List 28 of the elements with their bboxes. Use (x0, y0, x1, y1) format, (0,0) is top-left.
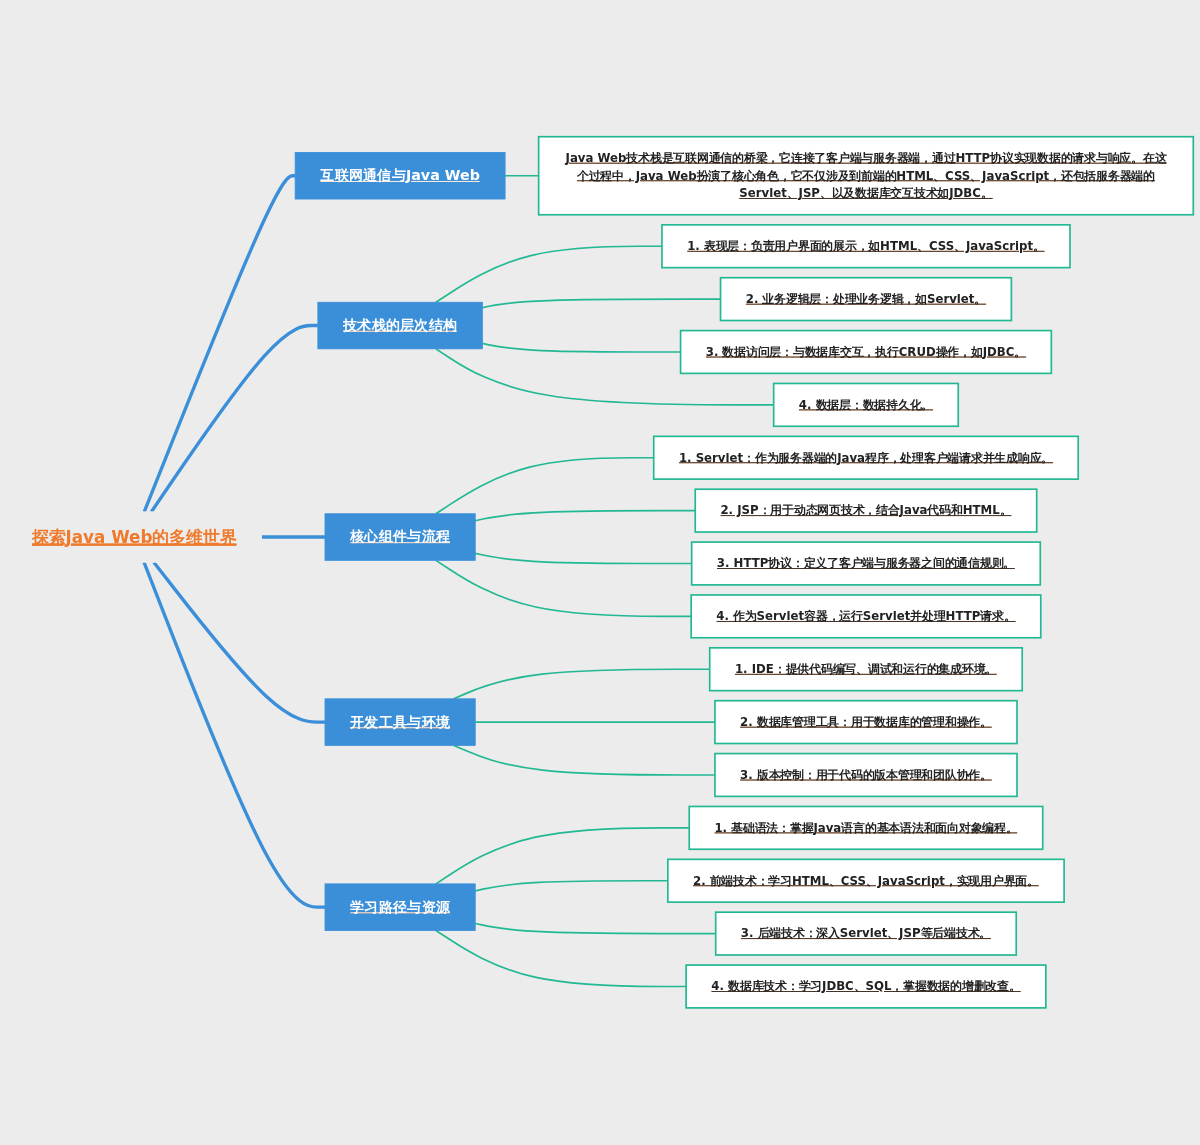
node-box: Java Web技术栈是互联网通信的桥梁，它连接了客户端与服务器端，通过HTTP协议实现数据的请求与响应。在这个过程中，Java Web扮演了核心角色，它不仅涉及到前端的HTML、CSS、JavaScript，还包括服务器端的Servlet、JSP、以及数据库交互技术如JDBC。 (537, 136, 1195, 216)
node-box: 学习路径与资源 (324, 883, 476, 932)
node-box: 开发工具与环境 (324, 698, 476, 746)
node-box: 互联网通信与Java Web (294, 152, 506, 200)
node-box: 1. 基础语法：掌握Java语言的基本语法和面向对象编程。 (688, 805, 1044, 851)
node-box: 2. 业务逻辑层：处理业务逻辑，如Servlet。 (719, 277, 1013, 322)
node-box: 4. 数据库技术：学习JDBC、SQL，掌握数据的增删改查。 (685, 964, 1047, 1009)
node-box: 3. 后端技术：深入Servlet、JSP等后端技术。 (714, 911, 1018, 957)
node-box: 4. 作为Servlet容器，运行Servlet并处理HTTP请求。 (690, 594, 1042, 639)
node-box: 4. 数据层：数据持久化。 (772, 382, 960, 428)
node-box: 1. Servlet：作为服务器端的Java程序，处理客户端请求并生成响应。 (652, 435, 1080, 481)
connector (142, 561, 325, 910)
node-box: 3. 数据访问层：与数据库交互，执行CRUD操作，如JDBC。 (679, 329, 1053, 375)
node-box: 1. IDE：提供代码编写、调试和运行的集成环境。 (708, 647, 1024, 692)
node-box: 2. 前端技术：学习HTML、CSS、JavaScript，实现用户界面。 (667, 858, 1065, 904)
connector (152, 561, 325, 724)
node-box: 3. HTTP协议：定义了客户端与服务器之间的通信规则。 (690, 541, 1042, 586)
node-box: 技术栈的层次结构 (317, 302, 483, 350)
connector (435, 559, 692, 618)
connector (142, 174, 296, 513)
node-box: 1. 表现层：负责用户界面的展示，如HTML、CSS、JavaScript。 (661, 224, 1071, 269)
connector (149, 324, 318, 513)
node-box: 2. 数据库管理工具：用于数据库的管理和操作。 (714, 700, 1018, 745)
connector (261, 535, 325, 539)
node-box: 3. 版本控制：用于代码的版本管理和团队协作。 (714, 752, 1018, 798)
connector (435, 929, 687, 988)
node-box: 核心组件与流程 (324, 513, 476, 561)
node-box: 2. JSP：用于动态网页技术，结合Java代码和HTML。 (694, 488, 1038, 534)
